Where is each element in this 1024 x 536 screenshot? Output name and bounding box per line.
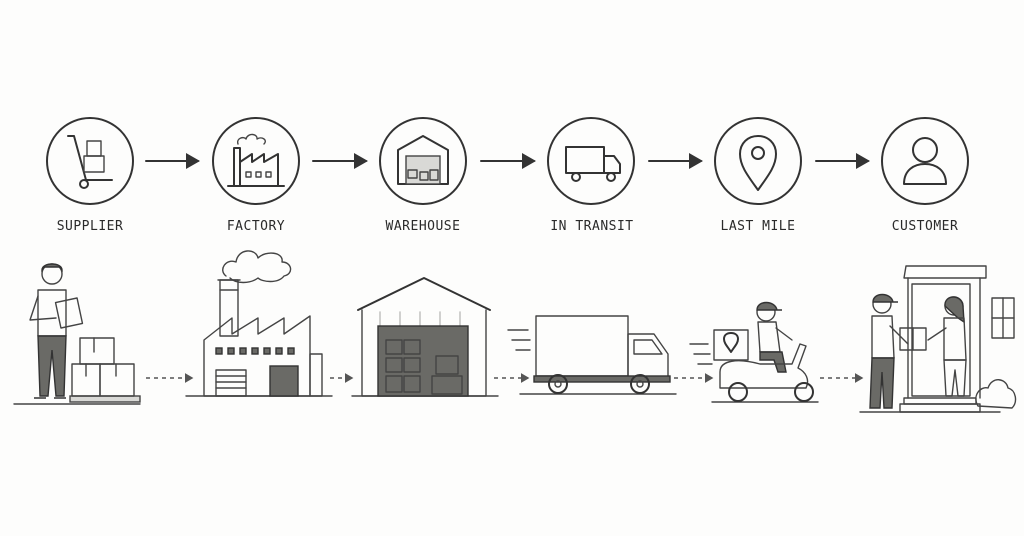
stage-label-factory: FACTORY <box>226 219 286 234</box>
ground-lines <box>13 393 1001 413</box>
truck-icon <box>565 146 621 182</box>
factory-icon <box>227 133 285 187</box>
factory-windows <box>215 347 295 355</box>
warehouse-building <box>357 277 491 397</box>
stage-label-customer: CUSTOMER <box>891 219 959 234</box>
last-mile-circle <box>714 117 802 205</box>
stage-circles <box>46 117 969 205</box>
warehouse-circle <box>379 117 467 205</box>
stage-label-last-mile: LAST MILE <box>720 219 796 234</box>
supplier-worker-with-boxes <box>29 263 141 403</box>
location-pin-icon <box>739 135 777 191</box>
customer-circle <box>881 117 969 205</box>
customer-receiving-package <box>869 265 1017 413</box>
factory-building <box>203 250 323 397</box>
supplier-circle <box>46 117 134 205</box>
factory-circle <box>212 117 300 205</box>
in-transit-circle <box>547 117 635 205</box>
warehouse-boxes <box>385 339 463 395</box>
scooter-courier <box>689 301 814 402</box>
stage-label-in-transit: IN TRANSIT <box>550 219 634 234</box>
warehouse-icon <box>397 135 449 185</box>
hand-truck-icon <box>67 135 113 189</box>
stage-label-warehouse: WAREHOUSE <box>385 219 461 234</box>
stage-label-supplier: SUPPLIER <box>56 219 124 234</box>
delivery-truck <box>507 315 671 394</box>
user-icon <box>903 137 947 185</box>
